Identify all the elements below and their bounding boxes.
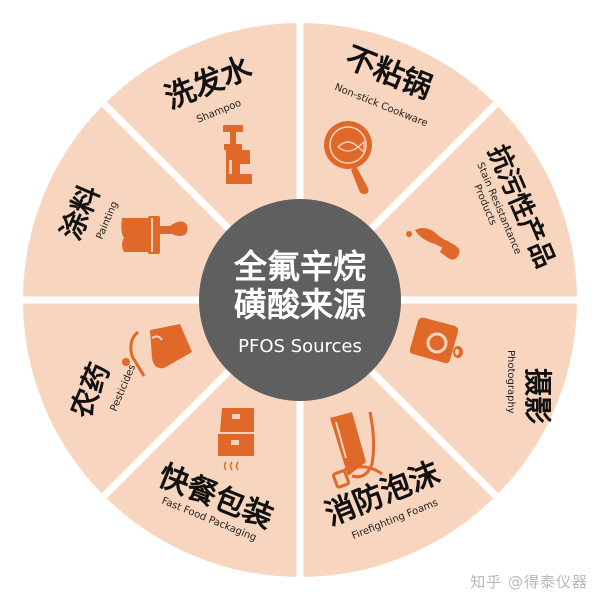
center-circle [199,199,401,401]
center-title-line1: 全氟辛烷 [233,247,366,286]
spray-bottle-icon [122,324,192,377]
paint-brush-icon [121,216,188,254]
center-hub: 全氟辛烷 磺酸来源 PFOS Sources [199,199,401,401]
segment-label-zh: 摄影 [521,368,554,424]
segment-photography: 摄影 Photography [409,317,554,424]
fire-extinguisher-hose-icon [330,411,383,489]
camera-icon [409,317,463,364]
center-subtitle: PFOS Sources [238,336,362,357]
segment-label-en: Photography [505,350,516,414]
pump-bottle-icon [223,125,252,184]
dropper-icon [406,228,460,260]
frying-pan-fish-icon [324,121,372,194]
takeout-boxes-icon [218,408,254,471]
watermark: 知乎 @得泰仪器 [470,573,588,591]
center-title-line2: 磺酸来源 [234,285,366,324]
